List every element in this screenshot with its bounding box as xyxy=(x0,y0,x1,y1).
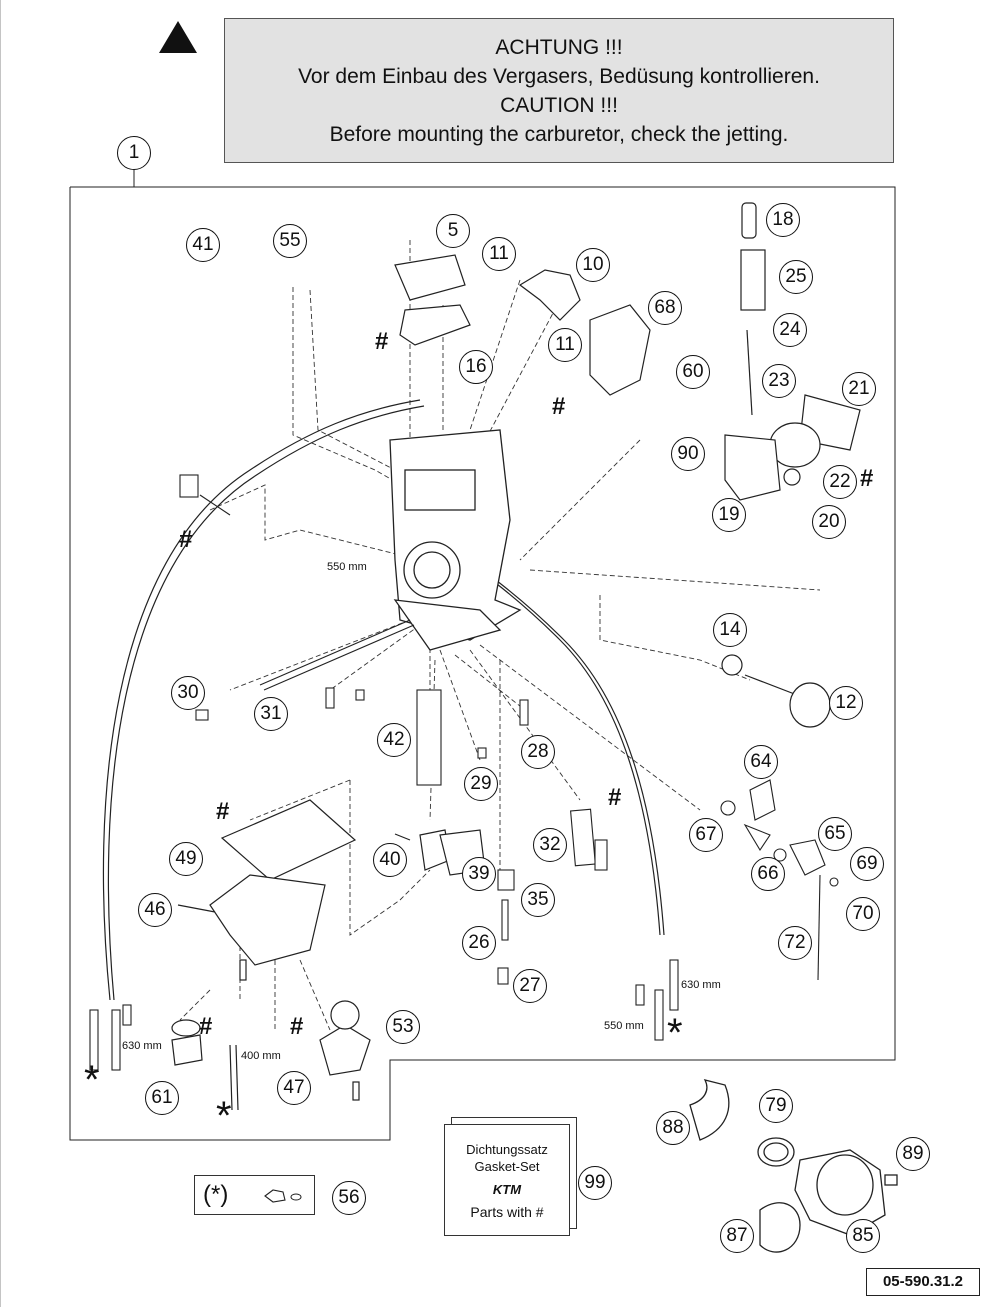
callout-part-68: 68 xyxy=(648,291,682,325)
callout-part-87: 87 xyxy=(720,1219,754,1253)
callout-part-64: 64 xyxy=(744,745,778,779)
callout-part-47: 47 xyxy=(277,1071,311,1105)
asterisk-marker: * xyxy=(216,1094,232,1138)
callout-part-20: 20 xyxy=(812,505,846,539)
gasket-set-parts-label: Parts with # xyxy=(470,1204,544,1220)
callout-part-46: 46 xyxy=(138,893,172,927)
gasket-set-title-en: Gasket-Set xyxy=(474,1159,540,1174)
callout-part-55: 55 xyxy=(273,224,307,258)
warning-triangle-icon xyxy=(159,21,197,53)
callout-part-42: 42 xyxy=(377,723,411,757)
asterisk-legend-symbol: (*) xyxy=(203,1181,229,1208)
asterisk-marker: * xyxy=(667,1011,683,1055)
callout-part-18: 18 xyxy=(766,203,800,237)
callout-part-14: 14 xyxy=(713,613,747,647)
callout-part-39: 39 xyxy=(462,857,496,891)
callout-part-21: 21 xyxy=(842,372,876,406)
callout-part-35: 35 xyxy=(521,883,555,917)
gasket-marker: # xyxy=(199,1013,213,1040)
diagram-reference-code: 05-590.31.2 xyxy=(866,1268,980,1296)
callout-part-11: 11 xyxy=(482,237,516,271)
callout-part-66: 66 xyxy=(751,857,785,891)
callout-part-79: 79 xyxy=(759,1089,793,1123)
callout-part-29: 29 xyxy=(464,767,498,801)
callout-part-5: 5 xyxy=(436,214,470,248)
gasket-marker: # xyxy=(608,784,622,811)
callout-part-23: 23 xyxy=(762,364,796,398)
callout-part-56: 56 xyxy=(332,1181,366,1215)
callout-part-30: 30 xyxy=(171,676,205,710)
gasket-marker: # xyxy=(179,526,193,553)
callout-part-32: 32 xyxy=(533,828,567,862)
callout-part-99: 99 xyxy=(578,1166,612,1200)
callout-part-16: 16 xyxy=(459,350,493,384)
caution-line-english-text: Before mounting the carburetor, check th… xyxy=(329,123,789,146)
dimension-label: 630 mm xyxy=(122,1040,162,1052)
callout-part-26: 26 xyxy=(462,926,496,960)
callout-part-85: 85 xyxy=(846,1219,880,1253)
gasket-marker: # xyxy=(552,393,566,420)
callout-part-28: 28 xyxy=(521,735,555,769)
callout-part-31: 31 xyxy=(254,697,288,731)
callout-part-25: 25 xyxy=(779,260,813,294)
callout-part-60: 60 xyxy=(676,355,710,389)
gasket-set-box: Dichtungssatz Gasket-Set KTM Parts with … xyxy=(444,1124,570,1236)
callout-part-69: 69 xyxy=(850,847,884,881)
callout-part-40: 40 xyxy=(373,843,407,877)
assembly-frame xyxy=(69,186,896,1141)
callout-part-22: 22 xyxy=(823,465,857,499)
callout-part-27: 27 xyxy=(513,969,547,1003)
callout-part-53: 53 xyxy=(386,1010,420,1044)
callout-part-67: 67 xyxy=(689,818,723,852)
dimension-label: 550 mm xyxy=(604,1020,644,1032)
caution-line-german-text: Vor dem Einbau des Vergasers, Bedüsung k… xyxy=(298,65,820,88)
gasket-marker: # xyxy=(216,798,230,825)
dimension-label: 630 mm xyxy=(681,979,721,991)
cable-end-parts-icon xyxy=(264,1189,302,1203)
callout-part-61: 61 xyxy=(145,1081,179,1115)
gasket-set-title-de: Dichtungssatz xyxy=(466,1142,548,1157)
callout-part-88: 88 xyxy=(656,1111,690,1145)
gasket-marker: # xyxy=(290,1013,304,1040)
brand-logo: KTM xyxy=(492,1182,522,1197)
callout-part-41: 41 xyxy=(186,228,220,262)
callout-part-19: 19 xyxy=(712,498,746,532)
callout-part-10: 10 xyxy=(576,248,610,282)
caution-notice: ACHTUNG !!! Vor dem Einbau des Vergasers… xyxy=(224,18,894,163)
callout-part-70: 70 xyxy=(846,897,880,931)
callout-part-65: 65 xyxy=(818,817,852,851)
callout-part-49: 49 xyxy=(169,842,203,876)
callout-part-90: 90 xyxy=(671,437,705,471)
caution-line-german-title: ACHTUNG !!! xyxy=(495,36,623,59)
callout-part-72: 72 xyxy=(778,926,812,960)
gasket-marker: # xyxy=(375,328,389,355)
callout-part-11: 11 xyxy=(548,328,582,362)
asterisk-marker: * xyxy=(84,1058,100,1102)
callout-part-24: 24 xyxy=(773,313,807,347)
callout-part-12: 12 xyxy=(829,686,863,720)
callout-part-89: 89 xyxy=(896,1137,930,1171)
caution-line-english-title: CAUTION !!! xyxy=(500,94,618,117)
gasket-marker: # xyxy=(860,465,874,492)
dimension-label: 550 mm xyxy=(327,561,367,573)
asterisk-legend-box: (*) xyxy=(194,1175,315,1215)
callout-main-assembly: 1 xyxy=(117,136,151,170)
dimension-label: 400 mm xyxy=(241,1050,281,1062)
